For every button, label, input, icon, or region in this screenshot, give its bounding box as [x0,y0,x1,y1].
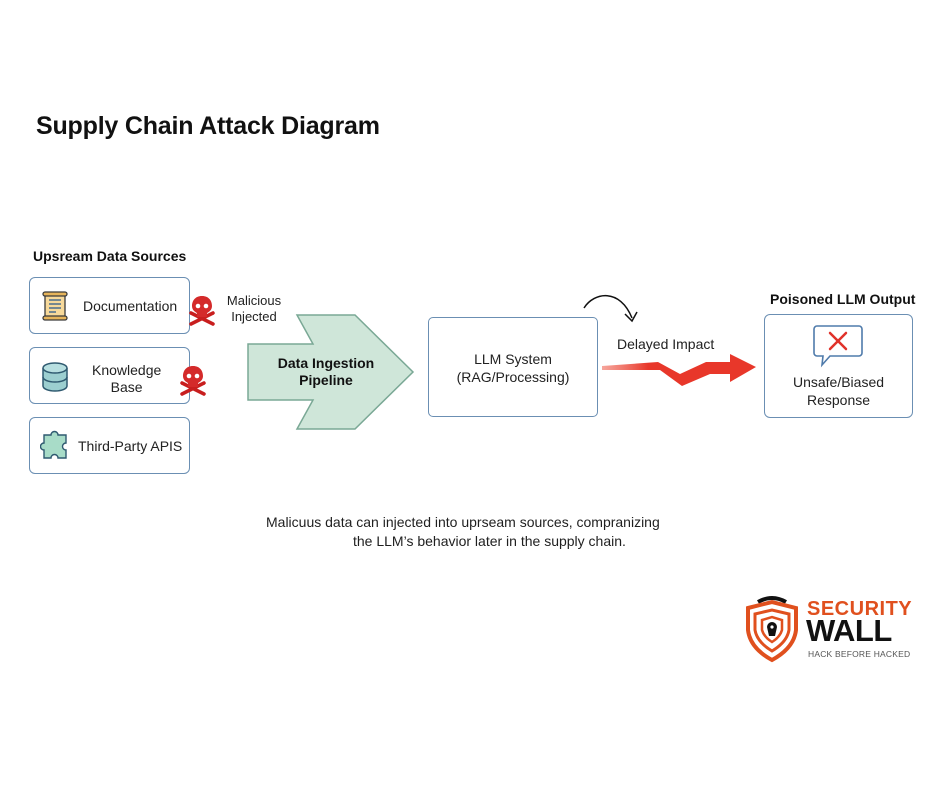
llm-system-box: LLM System (RAG/Processing) [428,317,598,417]
pipeline-label: Data Ingestion Pipeline [257,355,395,389]
logo-text-wall: WALL [806,613,892,648]
llm-system-label: LLM System (RAG/Processing) [429,350,597,386]
malicious-label-line2: Injected [231,309,277,324]
source-third-party-apis: Third-Party APIS [29,417,190,474]
llm-system-label-line2: (RAG/Processing) [456,369,570,385]
security-wall-shield-logo-icon [746,596,798,663]
source-knowledge-base: Knowledge Base [29,347,190,404]
source-documentation: Documentation [29,277,190,334]
output-label-line1: Unsafe/Biased [792,374,885,390]
source-label: Knowledge Base [92,362,161,396]
puzzle-piece-icon [40,430,67,459]
upstream-sources-heading: Upsream Data Sources [33,248,187,264]
caption-line2: the LLM’s behavior later in the supply c… [353,533,626,549]
database-icon [42,362,68,392]
source-label: Third-Party APIS [78,438,183,454]
data-ingestion-pipeline-arrow [247,314,415,430]
pipeline-label-line1: Data Ingestion [277,355,375,371]
source-label: Documentation [83,298,178,314]
malicious-injected-label: Malicious Injected [219,293,289,325]
diagram-caption: Malicuus data can injected into uprseam … [230,513,730,551]
diagram-title: Supply Chain Attack Diagram [36,112,380,140]
logo-text-security: SECURITY [807,598,913,620]
skull-crossbones-icon [189,296,215,326]
delayed-impact-arrow [602,354,756,386]
poisoned-output-box: Unsafe/Biased Response [764,314,913,418]
poisoned-output-heading: Poisoned LLM Output [770,291,916,307]
output-label-line2: Response [806,392,871,408]
curved-arrow-icon [583,294,638,323]
malicious-label-line1: Malicious [226,293,282,308]
source-label-line1: Knowledge [92,362,162,378]
pipeline-label-line2: Pipeline [299,372,353,388]
chat-bubble-x-icon [813,325,863,368]
llm-system-label-line1: LLM System [474,351,552,367]
delayed-impact-label: Delayed Impact [617,336,715,352]
skull-crossbones-icon [180,366,206,396]
logo-tagline: HACK BEFORE HACKED [808,649,911,659]
source-label-line2: Base [110,379,143,395]
caption-line1: Malicuus data can injected into uprseam … [266,514,660,530]
scroll-document-icon [42,291,68,321]
poisoned-output-label: Unsafe/Biased Response [765,373,912,409]
